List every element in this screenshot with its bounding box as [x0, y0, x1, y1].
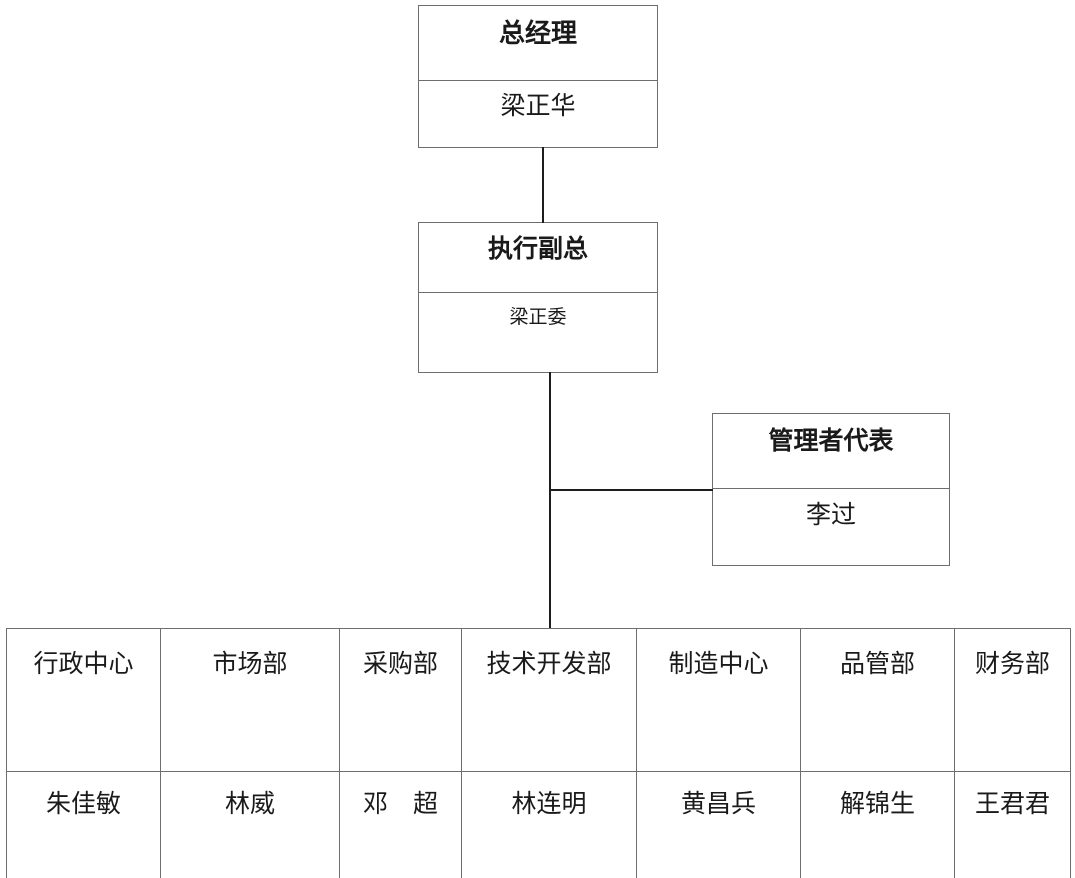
department-lead-cell[interactable]: 黄昌兵	[636, 771, 801, 878]
org-node-title: 执行副总	[419, 223, 657, 293]
org-node-title: 管理者代表	[713, 414, 949, 489]
department-lead-cell[interactable]: 王君君	[954, 771, 1071, 878]
department-name-cell[interactable]: 制造中心	[636, 628, 801, 772]
org-node-person: 李过	[805, 502, 856, 529]
department-name-cell[interactable]: 品管部	[800, 628, 955, 772]
department-name-row: 行政中心 市场部 采购部 技术开发部 制造中心 品管部 财务部	[6, 628, 1071, 772]
department-name-cell[interactable]: 市场部	[160, 628, 340, 772]
org-node-general-manager[interactable]: 总经理 梁正华	[418, 5, 658, 148]
department-lead-row: 朱佳敏 林威 邓 超 林连明 黄昌兵 解锦生 王君君	[6, 771, 1071, 878]
department-lead-cell[interactable]: 邓 超	[339, 771, 462, 878]
org-node-person: 梁正委	[509, 307, 567, 328]
org-node-management-representative[interactable]: 管理者代表 李过	[712, 413, 950, 566]
department-lead-cell[interactable]: 林威	[160, 771, 340, 878]
org-node-executive-vice-president[interactable]: 执行副总 梁正委	[418, 222, 658, 373]
department-name-cell[interactable]: 财务部	[954, 628, 1071, 772]
department-lead-cell[interactable]: 解锦生	[800, 771, 955, 878]
department-lead-cell[interactable]: 林连明	[461, 771, 637, 878]
connector-evp-to-management-rep	[549, 489, 713, 491]
connector-gm-to-evp	[542, 147, 544, 223]
department-table: 行政中心 市场部 采购部 技术开发部 制造中心 品管部 财务部 朱佳敏 林威 邓…	[6, 628, 1071, 878]
org-node-person: 梁正华	[500, 93, 576, 120]
org-node-title: 总经理	[419, 6, 657, 81]
department-name-cell[interactable]: 采购部	[339, 628, 462, 772]
department-name-cell[interactable]: 技术开发部	[461, 628, 637, 772]
department-name-cell[interactable]: 行政中心	[6, 628, 161, 772]
connector-evp-to-departments	[549, 372, 551, 629]
department-lead-cell[interactable]: 朱佳敏	[6, 771, 161, 878]
